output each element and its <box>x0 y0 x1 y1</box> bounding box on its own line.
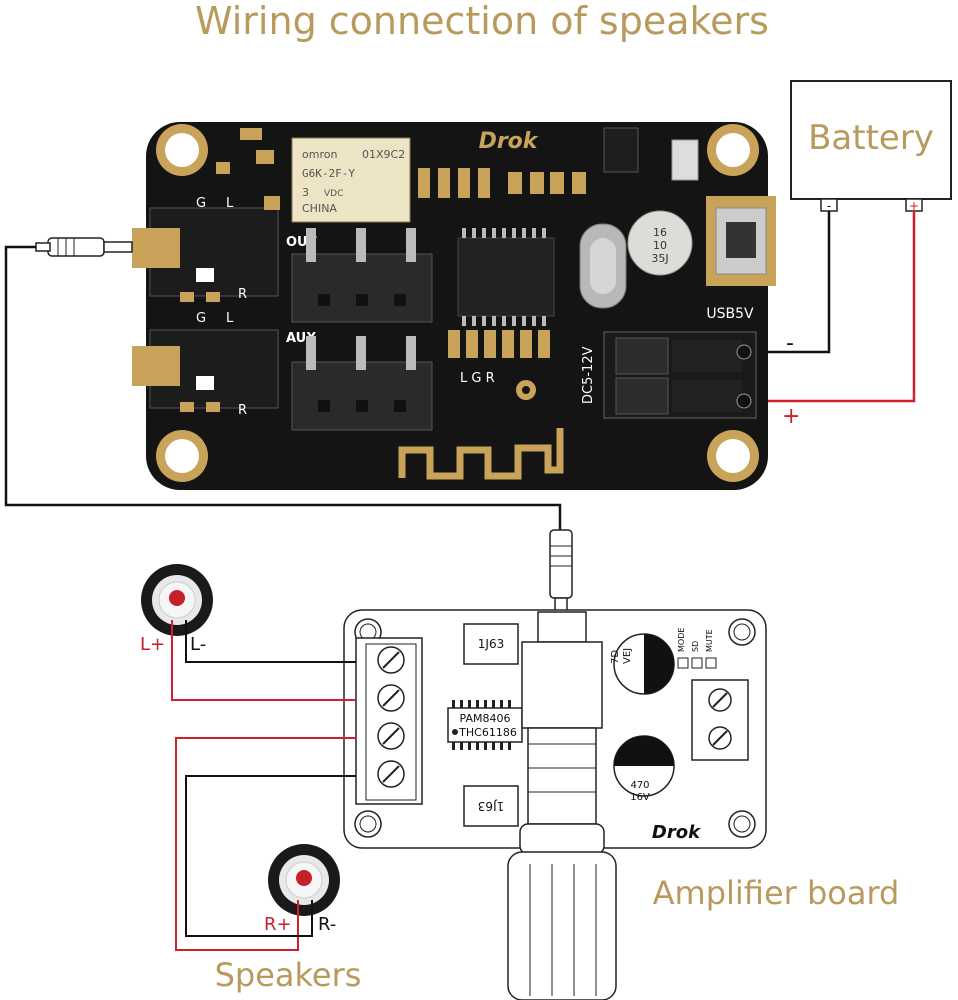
svg-text:1J63: 1J63 <box>478 637 504 651</box>
svg-text:PAM8406: PAM8406 <box>460 712 511 725</box>
svg-text:THC61186: THC61186 <box>458 726 517 739</box>
speaker-left <box>141 564 213 636</box>
r-plus-label: R+ <box>264 914 292 935</box>
amp-ic-bottom <box>463 785 519 827</box>
svg-text:VDC: VDC <box>324 189 343 199</box>
wire-neg-label: - <box>786 331 794 356</box>
audio-plug-left <box>35 237 133 257</box>
svg-text:35J: 35J <box>651 252 668 265</box>
dc-terminal-block: DC5-12V <box>581 331 757 419</box>
volume-knob <box>507 611 617 1000</box>
bt-brand-logo: Drok <box>479 129 539 154</box>
svg-text:10: 10 <box>653 239 667 252</box>
dc-label: DC5-12V <box>581 346 596 404</box>
battery-box: Battery - + <box>790 80 952 213</box>
usb-label: USB5V <box>706 306 754 322</box>
svg-text:VEJ: VEJ <box>622 648 633 664</box>
battery-pos-label: + <box>909 199 919 213</box>
svg-text:16V: 16V <box>630 792 650 803</box>
smd-row-lgr <box>448 330 550 358</box>
svg-text:CHINA: CHINA <box>302 202 337 215</box>
svg-text:G: G <box>196 311 206 326</box>
amp-ic-top <box>463 623 519 665</box>
pcb-antenna <box>398 428 564 480</box>
battery-label: Battery <box>808 118 934 158</box>
battery-neg-label: - <box>827 199 831 213</box>
diagram-title: Wiring connection of speakers <box>195 0 769 43</box>
svg-text:MODE: MODE <box>677 628 686 652</box>
svg-text:L: L <box>226 311 234 326</box>
wire-pos-label: + <box>782 404 800 429</box>
smd-pads-misc <box>180 128 280 412</box>
svg-text:L: L <box>226 196 234 211</box>
amp-power-terminal <box>691 679 749 761</box>
audio-cable <box>4 245 562 530</box>
amp-jumper-pins: MODE SD MUTE <box>677 628 717 669</box>
r-minus-label: R- <box>318 914 336 935</box>
lgr-label: L G R <box>460 371 495 386</box>
relay <box>291 137 411 223</box>
wire-r-plus <box>175 737 356 951</box>
smd-row-top <box>418 168 586 198</box>
amp-brand-logo: Drok <box>652 822 701 843</box>
amplifier-board: 1J63 PAM8406 THC61186 1J63 7D VEJ 470 <box>343 609 767 849</box>
l-plus-label: L+ <box>140 634 165 655</box>
svg-text:R: R <box>238 287 247 302</box>
svg-text:G6K-2F-Y: G6K-2F-Y <box>302 167 355 180</box>
bt-main-chip <box>457 228 555 326</box>
usb-port: USB5V <box>706 196 776 322</box>
wire-l-plus <box>171 620 356 701</box>
wire-r-minus <box>185 775 356 937</box>
bluetooth-board: Drok omron 01X9C2 G6K-2F-Y 3 VDC CHINA 1… <box>132 122 776 490</box>
amplifier-label: Amplifier board <box>653 874 900 912</box>
regulator <box>603 127 639 173</box>
speaker-terminal-block <box>355 637 423 805</box>
amp-capacitor-top: 7D VEJ <box>610 633 675 695</box>
speaker-right <box>268 844 340 916</box>
svg-text:3: 3 <box>302 186 309 199</box>
svg-text:omron: omron <box>302 148 337 161</box>
svg-text:G: G <box>196 196 206 211</box>
battery-pos-wire <box>750 211 916 403</box>
svg-text:470: 470 <box>630 780 649 791</box>
battery-neg-wire <box>750 211 831 354</box>
svg-text:01X9C2: 01X9C2 <box>362 148 405 161</box>
bt-capacitor: 16 10 35J <box>627 210 693 276</box>
l-minus-label: L- <box>190 634 206 655</box>
svg-text:SD: SD <box>691 641 700 652</box>
amp-main-chip: PAM8406 THC61186 <box>447 700 523 750</box>
out-jack: G L R <box>132 196 279 302</box>
wire-l-minus <box>185 620 356 663</box>
svg-text:7D: 7D <box>610 650 621 664</box>
svg-text:MUTE: MUTE <box>705 629 714 652</box>
amp-capacitor-bottom: 470 16V <box>613 735 675 803</box>
svg-text:16: 16 <box>653 226 667 239</box>
svg-text:1J63: 1J63 <box>478 799 504 813</box>
jst-connector-out <box>291 228 433 323</box>
speakers-label: Speakers <box>215 956 362 994</box>
svg-text:R: R <box>238 403 247 418</box>
audio-plug-amp <box>549 529 573 619</box>
jst-connector-aux <box>291 336 433 431</box>
